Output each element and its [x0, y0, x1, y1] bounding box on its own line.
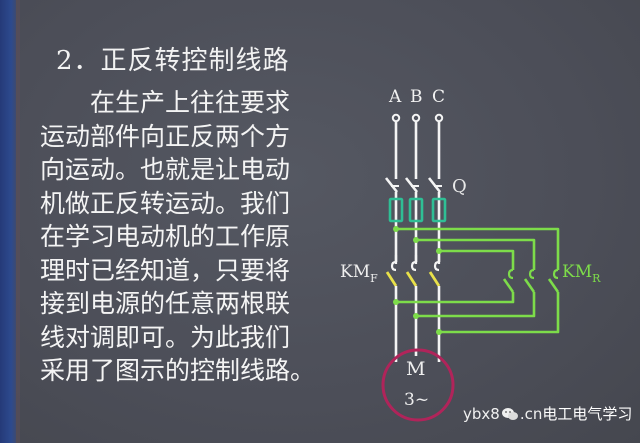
watermark-site: ybx8: [463, 405, 500, 423]
slide-title: 2．正反转控制线路: [56, 46, 290, 76]
phase-label-b: B: [410, 87, 423, 107]
left-accent-stripe: [0, 0, 16, 443]
slide-body-text: 在生产上往往要求 运动部件向正反两个方 向运动。也就是让电动 机做正反转运动。我…: [40, 86, 340, 388]
watermark-channel: 电工电气学习: [542, 405, 633, 423]
body-line: 在生产上往往要求: [90, 88, 291, 117]
motor-symbol: [381, 348, 455, 422]
forward-contactor-label: KMF: [340, 262, 378, 285]
left-accent-shadow: [16, 0, 20, 443]
motor-label: M: [406, 358, 425, 380]
reverse-contactor-contacts: [502, 268, 560, 293]
fuses: [388, 197, 447, 223]
body-line: 采用了图示的控制线路。: [40, 356, 316, 385]
motor-phase-label: 3~: [404, 390, 429, 410]
junction-dots-lower: [393, 299, 442, 335]
phase-label-c: C: [432, 87, 445, 107]
motor-feed-wires: [394, 286, 441, 362]
body-line: 运动部件向正反两个方: [40, 121, 291, 151]
reverse-lower-bus: [396, 292, 560, 334]
junction-dots-upper: [393, 226, 442, 254]
body-line: 接到电源的任意两根联: [40, 289, 291, 318]
wechat-icon: [501, 407, 519, 421]
watermark: ybx8 .cn电工电气学习: [463, 403, 632, 424]
reverse-contactor-label: KMR: [562, 262, 601, 285]
supply-terminals: [391, 113, 444, 123]
forward-contactor-contacts: [385, 255, 441, 287]
body-line: 理时已经知道，只要将: [40, 255, 291, 285]
body-line: 线对调即可。为此我们: [40, 322, 291, 352]
reverse-upper-bus: [396, 227, 560, 270]
switch-q-label: Q: [452, 176, 467, 197]
body-line: 在学习电动机的工作原: [40, 222, 291, 251]
body-line: 机做正反转运动。我们: [40, 188, 291, 218]
watermark-domain: .cn: [519, 405, 543, 423]
body-line: 向运动。也就是让电动: [40, 155, 291, 184]
phase-labels: A B C: [388, 87, 445, 107]
phase-label-a: A: [388, 87, 402, 107]
